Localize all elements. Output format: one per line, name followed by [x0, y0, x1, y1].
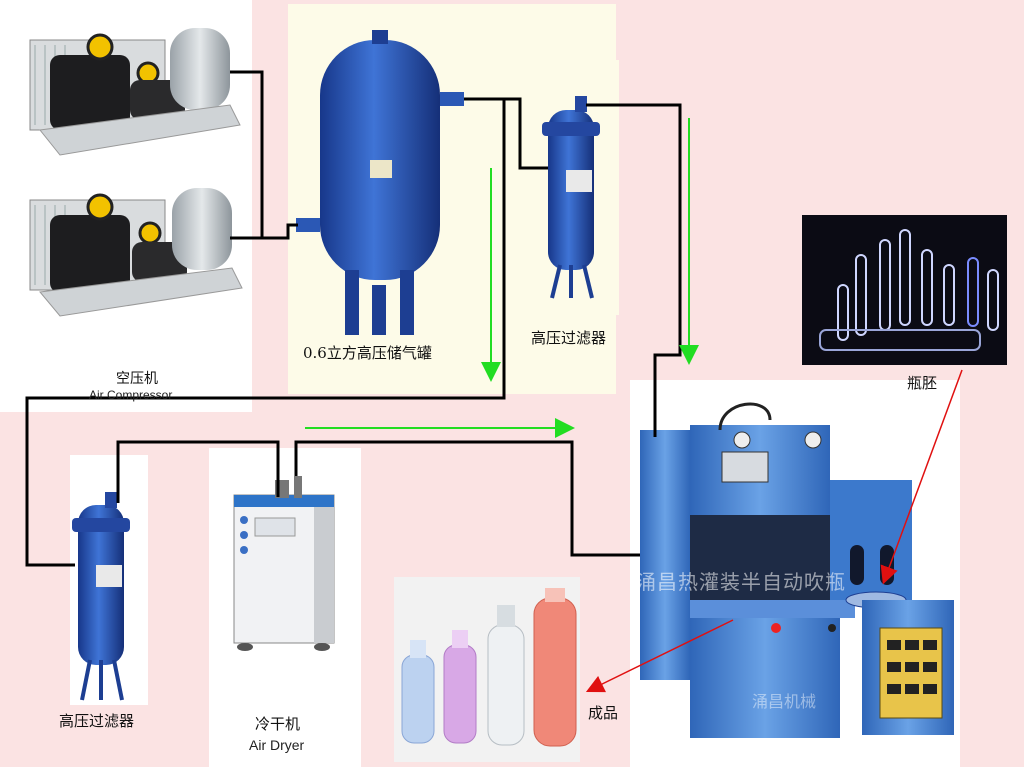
- pointer-arrows: [585, 369, 963, 693]
- air-dryer: [233, 476, 335, 651]
- finished-bottles-image: [401, 588, 577, 747]
- flow-arrows: [305, 118, 699, 438]
- dryer-label: 冷干机: [255, 715, 301, 733]
- filter-bottom-label: 高压过滤器: [59, 712, 135, 730]
- preforms-panel: [802, 215, 1007, 365]
- storage-tank: [296, 30, 464, 335]
- machine-brand: 涌昌机械: [752, 692, 817, 711]
- filter-top-label: 高压过滤器: [531, 329, 607, 347]
- pointer-machine-to-bottles: [585, 619, 734, 693]
- air-compressor-1: [29, 28, 241, 156]
- preforms-image: [819, 229, 999, 351]
- finished-label: 成品: [588, 704, 619, 722]
- air-compressor-2: [29, 188, 243, 317]
- preforms-label: 瓶胚: [907, 374, 938, 392]
- compressor-label-en: Air Compressor: [89, 388, 173, 402]
- blow-molding-machine: [640, 402, 954, 738]
- tank-label: 0.6立方高压储气罐: [303, 344, 432, 362]
- compressor-label: 空压机: [116, 371, 158, 387]
- filter-top: [542, 96, 600, 299]
- pointer-preforms-to-machine: [880, 369, 963, 585]
- machine-watermark: 涌昌热灌装半自动吹瓶: [636, 570, 846, 594]
- filter-bottom: [72, 492, 130, 701]
- dryer-label-en: Air Dryer: [249, 737, 305, 753]
